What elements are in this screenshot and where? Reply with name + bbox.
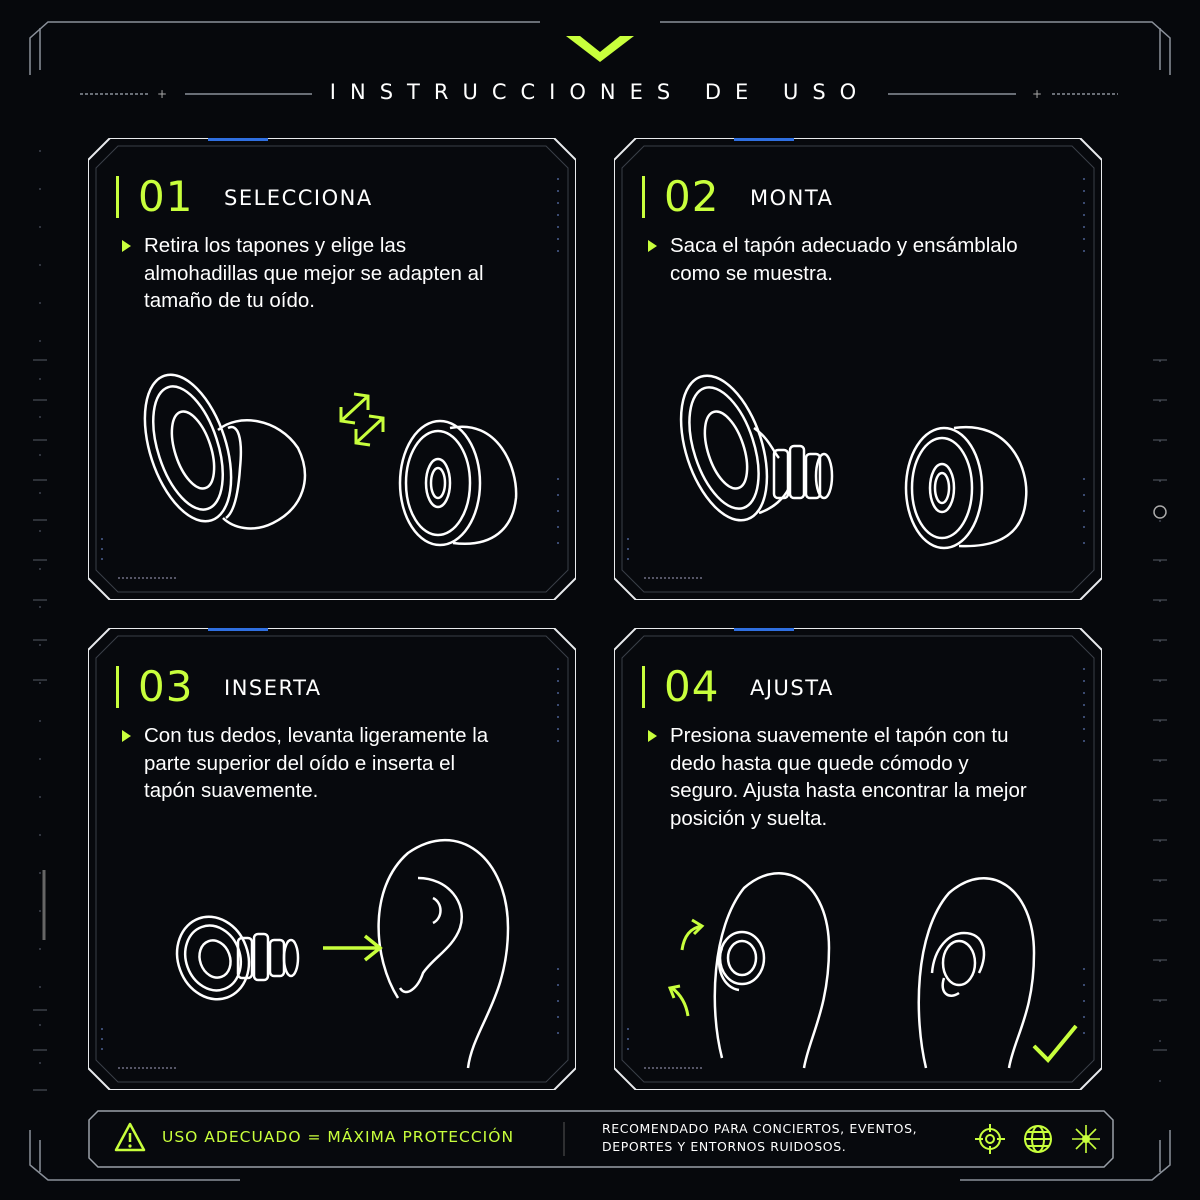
step-accent-bar bbox=[116, 666, 119, 708]
step-title: SELECCIONA bbox=[224, 186, 373, 210]
step-number: 04 bbox=[664, 662, 720, 711]
brand-logo-icon bbox=[566, 36, 634, 62]
bullet-arrow-icon bbox=[122, 240, 131, 252]
step-card-1: 01 SELECCIONA Retira los tapones y elige… bbox=[88, 138, 576, 600]
step-card-3: 03 INSERTA Con tus dedos, levanta ligera… bbox=[88, 628, 576, 1090]
warning-text: USO ADECUADO = MÁXIMA PROTECCIÓN bbox=[162, 1128, 515, 1146]
step-description: Presiona suavemente el tapón con tu dedo… bbox=[670, 724, 1027, 830]
target-icon bbox=[975, 1124, 1005, 1154]
step-number: 02 bbox=[664, 172, 720, 221]
page-title: INSTRUCCIONES DE USO bbox=[329, 80, 871, 104]
adjust-earplug-illustration bbox=[667, 871, 1078, 1069]
step-title: INSERTA bbox=[224, 676, 322, 700]
step-description: Retira los tapones y elige las almohadil… bbox=[144, 234, 484, 312]
step-number: 01 bbox=[138, 172, 194, 221]
footer-bar: USO ADECUADO = MÁXIMA PROTECCIÓN RECOMEN… bbox=[88, 1110, 1114, 1168]
bullet-arrow-icon bbox=[122, 730, 131, 742]
warning-icon bbox=[114, 1122, 146, 1152]
step-card-2: 02 MONTA Saca el tapón adecuado y ensámb… bbox=[614, 138, 1102, 600]
step-accent-bar bbox=[642, 176, 645, 218]
insert-earplug-illustration bbox=[175, 839, 510, 1069]
earplug-tips-illustration bbox=[143, 373, 518, 547]
globe-icon bbox=[1024, 1125, 1052, 1153]
step-description: Con tus dedos, levanta ligeramente la pa… bbox=[144, 724, 489, 802]
recommendation-text: RECOMENDADO PARA CONCIERTOS, EVENTOS, DE… bbox=[602, 1121, 918, 1154]
bullet-arrow-icon bbox=[648, 730, 657, 742]
step-card-4: 04 AJUSTA Presiona suavemente el tapón c… bbox=[614, 628, 1102, 1090]
step-description: Saca el tapón adecuado y ensámblalo como… bbox=[670, 234, 1018, 285]
step-accent-bar bbox=[116, 176, 119, 218]
step-title: MONTA bbox=[750, 186, 834, 210]
step-accent-bar bbox=[642, 666, 645, 708]
earplug-assembly-illustration bbox=[679, 374, 1028, 550]
sparkle-icon bbox=[1072, 1125, 1100, 1153]
bullet-arrow-icon bbox=[648, 240, 657, 252]
step-title: AJUSTA bbox=[750, 676, 834, 700]
step-number: 03 bbox=[138, 662, 194, 711]
footer-border bbox=[88, 1110, 1114, 1168]
